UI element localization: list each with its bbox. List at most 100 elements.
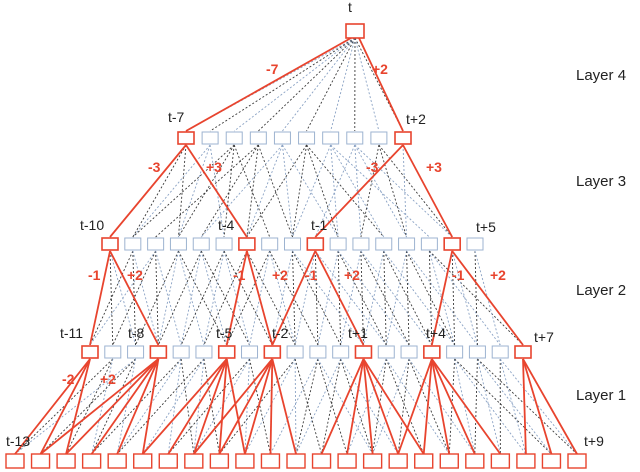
- weight-label: -7: [266, 61, 279, 77]
- active-connection-line: [89, 250, 111, 346]
- node-box: [354, 345, 373, 359]
- weight-label: -2: [62, 371, 75, 387]
- connection-line: [295, 358, 319, 455]
- active-connection-line: [522, 358, 578, 455]
- connection-line: [314, 144, 356, 238]
- connection-line: [233, 144, 271, 238]
- connection-line: [155, 250, 159, 346]
- node-box: [107, 453, 127, 469]
- active-connection-line: [218, 358, 274, 455]
- weight-label: +2: [490, 267, 506, 283]
- connection-line: [91, 358, 182, 455]
- connection-line: [499, 358, 578, 455]
- active-connection-line: [167, 358, 228, 455]
- node-box: [398, 237, 416, 251]
- connection-line: [209, 144, 225, 238]
- connection-line: [233, 37, 356, 132]
- node-box: [124, 237, 142, 251]
- weight-label: -1: [305, 267, 318, 283]
- connection-line: [246, 144, 259, 238]
- node-box: [5, 453, 25, 469]
- node-box: [149, 345, 168, 359]
- connection-line: [476, 358, 501, 455]
- connection-line: [246, 144, 307, 238]
- node-box: [443, 237, 461, 251]
- connection-line: [89, 250, 156, 346]
- active-connection-line: [431, 358, 476, 455]
- connection-line: [112, 250, 157, 346]
- connection-line: [330, 37, 356, 132]
- active-connection-line: [185, 144, 248, 238]
- connection-line: [109, 250, 114, 346]
- node-box: [235, 453, 255, 469]
- connection-line: [200, 250, 250, 346]
- active-connection-line: [402, 144, 453, 238]
- time-label-t-11: t-11: [60, 325, 83, 341]
- active-connection-line: [65, 358, 91, 455]
- node-box: [172, 345, 190, 359]
- connection-line: [157, 250, 179, 346]
- connection-line: [385, 358, 425, 455]
- weight-label: +3: [426, 159, 442, 175]
- connection-line: [354, 144, 407, 238]
- node-box: [217, 345, 236, 359]
- active-connection-line: [397, 358, 433, 455]
- connection-line: [474, 358, 478, 455]
- connection-line: [306, 37, 356, 132]
- node-box: [491, 345, 509, 359]
- time-label-t-4: t-4: [218, 217, 235, 233]
- connection-line: [454, 358, 552, 455]
- connection-line: [116, 358, 205, 455]
- connection-line: [223, 250, 273, 346]
- node-box: [337, 453, 357, 469]
- node-box: [238, 237, 256, 251]
- active-connection-line: [362, 358, 400, 455]
- node-box: [516, 453, 536, 469]
- connection-line: [65, 358, 114, 455]
- weight-label: -1: [233, 267, 246, 283]
- active-connection-line: [269, 358, 274, 455]
- connection-line: [294, 250, 316, 346]
- connection-line: [14, 358, 114, 455]
- connection-line: [244, 358, 296, 455]
- connection-line: [354, 144, 362, 238]
- connection-line: [180, 250, 202, 346]
- node-box: [104, 345, 122, 359]
- active-connection-line: [218, 358, 228, 455]
- node-box: [352, 237, 370, 251]
- active-connection-line: [271, 250, 317, 346]
- active-connection-line: [39, 358, 159, 455]
- connection-line: [451, 250, 456, 346]
- node-box: [306, 237, 325, 251]
- node-box: [260, 453, 281, 469]
- connection-line: [270, 358, 319, 455]
- node-box: [298, 131, 316, 145]
- active-connection-line: [244, 358, 274, 455]
- active-connection-line: [192, 358, 228, 455]
- layer-label-4: Layer 4: [576, 67, 626, 84]
- node-box: [127, 345, 145, 359]
- node-box: [370, 131, 388, 145]
- connection-line: [258, 37, 356, 132]
- connection-line: [292, 144, 308, 238]
- active-connection-line: [362, 358, 374, 455]
- connection-line: [402, 144, 408, 238]
- connection-line: [271, 250, 293, 346]
- node-box: [446, 345, 464, 359]
- active-connection-line: [14, 358, 91, 455]
- node-box: [362, 453, 383, 469]
- connection-line: [474, 250, 478, 346]
- connection-line: [91, 358, 114, 455]
- connection-line: [116, 358, 137, 455]
- active-connection-line: [271, 358, 297, 455]
- time-label-t+5: t+5: [476, 219, 496, 235]
- connection-line: [203, 358, 220, 455]
- connection-line: [157, 250, 202, 346]
- connection-line: [180, 250, 225, 346]
- time-label-t+4: t+4: [426, 325, 446, 341]
- node-box: [468, 345, 486, 359]
- connection-line: [477, 358, 578, 455]
- connection-line: [499, 358, 527, 455]
- node-box: [184, 453, 204, 469]
